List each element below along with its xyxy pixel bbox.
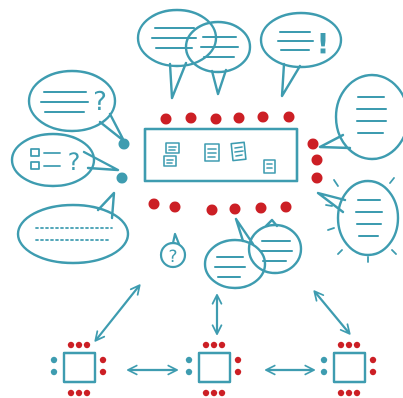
seat-dot [185, 356, 193, 364]
seat-dot [311, 172, 323, 184]
seat-dot [75, 389, 83, 397]
seat-dot [50, 356, 58, 364]
document-icon [230, 141, 247, 162]
speech-bubble-left-question: ? [27, 69, 126, 143]
seat-dot [75, 341, 83, 349]
seat-dot [169, 201, 181, 213]
document-icon [165, 142, 180, 154]
seat-dot [185, 112, 197, 124]
text-lines-icon [356, 96, 387, 134]
text-lines-icon [277, 31, 314, 51]
seat-dot [83, 341, 91, 349]
arrow-to-left-table [94, 284, 141, 342]
seat-dot [67, 389, 75, 397]
seat-dot [345, 341, 353, 349]
speech-bubble-top-middle [184, 20, 252, 96]
document-icon [204, 143, 220, 162]
seat-dot [234, 368, 242, 376]
seat-dot [99, 368, 107, 376]
text-lines-icon [214, 256, 246, 278]
speech-bubble-left-checklist: ? [10, 132, 120, 188]
seat-dot [202, 341, 210, 349]
seat-dot [257, 111, 269, 123]
seat-dot [202, 389, 210, 397]
small-table-left [62, 351, 97, 384]
seat-dot [210, 341, 218, 349]
seat-dot [234, 356, 242, 364]
speech-bubble-right-upper [318, 73, 403, 161]
text-lines-icon [259, 240, 293, 262]
text-lines-icon [355, 199, 383, 237]
seat-dot [233, 112, 245, 124]
speech-bubble-small-question: ? [159, 232, 187, 269]
checklist-icon [30, 148, 61, 170]
question-mark: ? [168, 247, 177, 267]
dotted-lines-icon [35, 227, 113, 241]
text-lines-icon [151, 27, 197, 49]
seat-dot [353, 341, 361, 349]
exclamation-mark: ! [317, 27, 330, 60]
seat-dot [160, 113, 172, 125]
seat-dot [210, 389, 218, 397]
text-lines-icon [200, 36, 239, 58]
seat-dot [320, 368, 328, 376]
speech-bubble-right-lower [316, 177, 400, 263]
seat-dot [337, 389, 345, 397]
seat-dot [185, 368, 193, 376]
meeting-table [143, 127, 299, 183]
small-table-seats [50, 341, 377, 397]
document-icon [263, 159, 276, 174]
seat-dot [229, 203, 241, 215]
question-mark: ? [68, 148, 81, 176]
seat-dot [118, 138, 130, 150]
seat-dot [206, 204, 218, 216]
seat-dot [353, 389, 361, 397]
question-mark: ? [93, 87, 107, 117]
seat-dot [218, 341, 226, 349]
seat-dot [116, 172, 128, 184]
arrow-to-right-table [313, 290, 351, 335]
document-icons [163, 141, 276, 174]
speech-bubble-top-right: ! [259, 11, 343, 98]
emphasis-rays-icon [325, 177, 397, 263]
seat-dot [255, 202, 267, 214]
small-table-middle [197, 351, 232, 384]
seat-dot [218, 389, 226, 397]
speech-bubble-bottom-left [203, 217, 267, 290]
seat-dot [283, 111, 295, 123]
connection-arrows [94, 284, 351, 376]
seat-dot [337, 341, 345, 349]
text-lines-icon [40, 91, 89, 113]
seat-dot [320, 356, 328, 364]
seat-dot [210, 113, 222, 125]
seat-dot [148, 198, 160, 210]
document-icon [163, 155, 177, 167]
speech-bubble-bottom-right [247, 218, 303, 275]
seat-dot [307, 138, 319, 150]
seat-dot [50, 368, 58, 376]
seat-dot [369, 368, 377, 376]
seat-dot [83, 389, 91, 397]
seat-dot [311, 154, 323, 166]
speech-bubble-left-large [16, 191, 130, 265]
seat-dot [280, 201, 292, 213]
seat-dot [67, 341, 75, 349]
seat-dot [99, 356, 107, 364]
seat-dot [345, 389, 353, 397]
small-table-right [332, 351, 367, 384]
seat-dot [369, 356, 377, 364]
table-seats [116, 111, 323, 216]
